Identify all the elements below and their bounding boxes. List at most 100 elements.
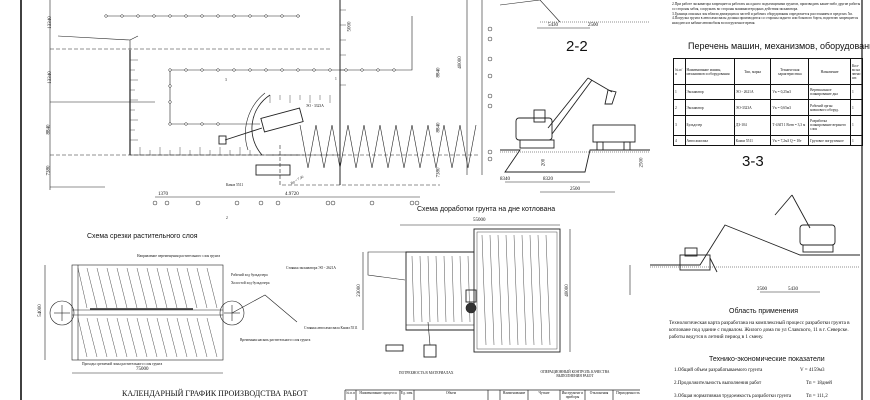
note-3: 3.Граница опасных зон вблизи движущихся … (672, 11, 853, 16)
table-cell: ДЗ-104 (733, 114, 772, 137)
tep-item-value: V = 4159м3 (800, 368, 825, 373)
table-header: Наименование машин, механизмов и оборудо… (684, 57, 735, 86)
schedule-header: № п.п (345, 391, 356, 395)
table-cell: 2 (673, 99, 686, 116)
tep-item-value: Тп = 111,2 (806, 394, 828, 399)
dim-label: 13340 (47, 16, 53, 29)
table-header: Техническая характеристика (770, 57, 810, 86)
truck-icon (255, 164, 291, 176)
scope-text: Технологическая карта разработана на ком… (669, 320, 850, 340)
table-header: Кол-во на звено шт. (850, 57, 863, 86)
table-cell: ЭО-3323А (733, 99, 772, 116)
table-cell: Vк = 0,25м3 (770, 84, 810, 101)
table-header: № п/п (673, 57, 686, 86)
tep-title: Технико-экономические показатели (709, 356, 825, 363)
table-cell: Т-4АП 1 Вотв = 3,3 м (770, 114, 810, 137)
schedule-header: Отклонения (589, 391, 609, 395)
strip-label-work: Рабочий ход бульдозера (231, 273, 268, 277)
excavator-icon (774, 194, 836, 253)
truck-icon (385, 344, 404, 352)
control-title: ОПЕРАЦИОННЫЙ КОНТРОЛЬ КАЧЕСТВА ВЫПОЛНЕНИ… (540, 370, 610, 378)
tep-item-value: Тп = 18дней (806, 381, 832, 386)
dim-label: 2500 (757, 287, 767, 292)
dim-label: 8840 (46, 124, 52, 135)
strip-label-truck: Стоянка автосамосвала Камаз 5511 (304, 326, 358, 330)
schedule-header: Инструмент и приборы (561, 391, 584, 399)
dim-label: 75000 (136, 367, 149, 372)
section-2-2-label: 2-2 (566, 38, 588, 55)
dim-label: 2500 (588, 23, 598, 28)
dim-label: 8840 (436, 122, 442, 133)
dim-label: 54000 (37, 304, 43, 317)
table-header: Тип, марка (733, 57, 772, 86)
excavator-icon (218, 107, 304, 145)
table-cell: Vк = 7,2м3 Q = 10т (770, 135, 810, 146)
excavator-label: ЭО - 3323А (306, 104, 324, 108)
table-cell: 1 (850, 99, 863, 116)
table-cell: Автосамосвал (684, 135, 735, 146)
section-3-3-drawing (629, 194, 860, 295)
pit-plan (49, 0, 493, 206)
excavator-icon (423, 344, 437, 358)
table-cell: 1 (850, 114, 863, 137)
table-cell: Бульдозер (684, 114, 735, 137)
machines-title: Перечень машин, механизмов, оборудования (688, 41, 870, 51)
strip-label-fill: Временная насыпь растительного слоя грун… (240, 338, 311, 342)
schedule-header: Ед. изм. (400, 391, 414, 395)
table-cell: 1 (673, 84, 686, 101)
schedule-header: Объем (445, 391, 457, 395)
needs-title: ПОТРЕБНОСТЬ В МАТЕРИАЛАХ (399, 371, 454, 375)
section-mark-3: 3 (225, 78, 227, 82)
strip-label-direction: Направление перемещения растительного сл… (137, 254, 221, 258)
truck-label: Камаз 5511 (226, 183, 244, 187)
dim-label: 5430 (548, 23, 558, 28)
tep-item-label: 1.Общий объем разрабатываемого грунта (674, 368, 763, 373)
table-cell: ЭО - 2621А (733, 84, 772, 101)
pit-bottom-scheme-drawing (362, 224, 571, 358)
note-4: 4.Погрузка грунта в автосамосвалы должна… (672, 16, 859, 26)
bucket-icon (465, 302, 477, 314)
section-mark-1: 1 (335, 77, 337, 81)
table-cell: Рабочий орган ковшового оборуд. (808, 99, 851, 116)
bulldozer-icon (679, 247, 718, 273)
schedule-table-grid (344, 389, 640, 400)
dim-label: 40000 (457, 56, 463, 69)
section-2-2-drawing (499, 0, 650, 193)
truck-icon (592, 124, 636, 151)
note-2: 2.При работе экскаватора запрещается раб… (672, 2, 861, 11)
machines-table: № п/п Наименование машин, механизмов и о… (673, 57, 863, 146)
table-cell: Камаз 5511 (733, 135, 772, 146)
table-header-row: № п/п Наименование машин, механизмов и о… (673, 57, 863, 86)
strip-label-idle: Холостой ход бульдозера (231, 281, 270, 285)
table-cell: Грузовое погрузочное (808, 135, 851, 146)
schedule-header: Наименование (502, 391, 526, 395)
table-cell: 3 (673, 114, 686, 137)
table-cell: Разработка планирование верхнего слоя (808, 114, 851, 137)
dim-label: 2500 (570, 187, 580, 192)
tep-item-label: 3.Общая нормативная трудоемкость разрабо… (674, 394, 792, 399)
table-cell: Экскаватор (684, 84, 735, 101)
strip-scheme-title: Схема срезки растительного слоя (87, 233, 198, 240)
excavator-icon (465, 289, 477, 303)
schedule-header: Периодичность (616, 391, 640, 395)
dim-label: 200 (541, 158, 547, 167)
dim-label: 8340 (500, 177, 510, 182)
tep-item-label: 2.Продолжительность выполнения работ (674, 381, 762, 386)
strip-label-passes: Проходы срезаемой зоны растительного сло… (82, 362, 163, 366)
table-cell: Вертикальное планирование дна (808, 84, 851, 101)
dim-label: 23000 (356, 284, 362, 297)
schedule-header: Наименование процесса (359, 391, 397, 395)
dim-label: 8840 (436, 67, 442, 78)
schedule-header: Чуткие (538, 391, 550, 395)
dim-label: 40000 (564, 284, 570, 297)
dim-label: 4.9720 (285, 192, 299, 197)
section-3-3-label: 3-3 (742, 153, 764, 170)
dim-label: 13340 (47, 71, 53, 84)
table-cell: Vк = 0,65м3 (770, 99, 810, 116)
strip-scheme-drawing (44, 264, 298, 374)
strip-label-excavator: Стоянка экскаватора ЭО - 2621А (286, 266, 336, 270)
